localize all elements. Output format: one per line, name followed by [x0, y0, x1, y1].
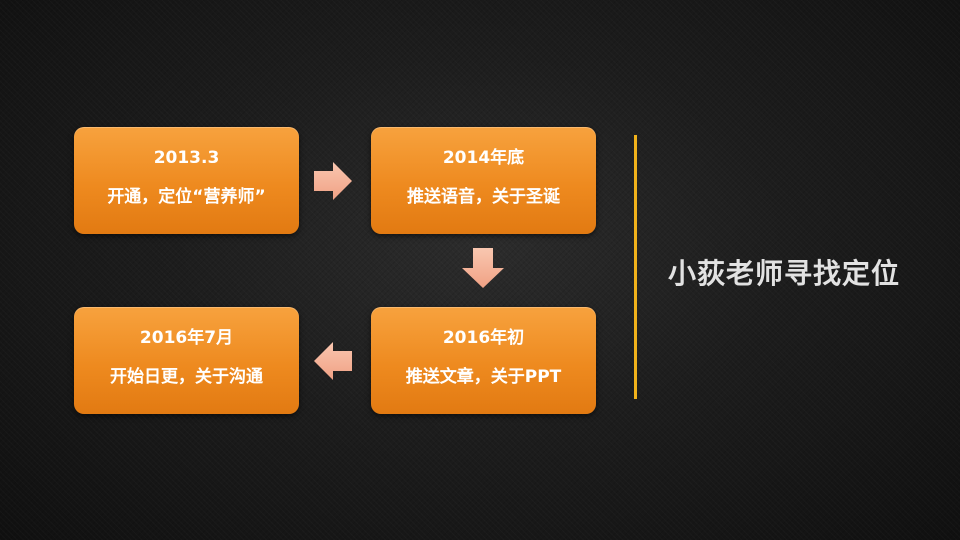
arrow-down-icon: [462, 248, 504, 288]
timeline-step-2013: 2013.3 开通，定位“营养师”: [74, 127, 299, 234]
vertical-divider: [634, 135, 637, 399]
step-description: 开通，定位“营养师”: [107, 187, 266, 207]
step-description: 推送文章，关于PPT: [405, 367, 562, 387]
arrow-right-icon: [314, 162, 352, 200]
step-date: 2016年7月: [139, 328, 234, 348]
timeline-step-2016-july: 2016年7月 开始日更，关于沟通: [74, 307, 299, 414]
section-title: 小荻老师寻找定位: [668, 257, 901, 290]
timeline-step-2016-early: 2016年初 推送文章，关于PPT: [371, 307, 596, 414]
timeline-step-2014: 2014年底 推送语音，关于圣诞: [371, 127, 596, 234]
step-date: 2014年底: [442, 148, 525, 168]
step-description: 推送语音，关于圣诞: [407, 187, 560, 207]
step-description: 开始日更，关于沟通: [110, 367, 263, 387]
arrow-left-icon: [314, 342, 352, 380]
step-date: 2013.3: [153, 148, 220, 168]
step-date: 2016年初: [442, 328, 525, 348]
